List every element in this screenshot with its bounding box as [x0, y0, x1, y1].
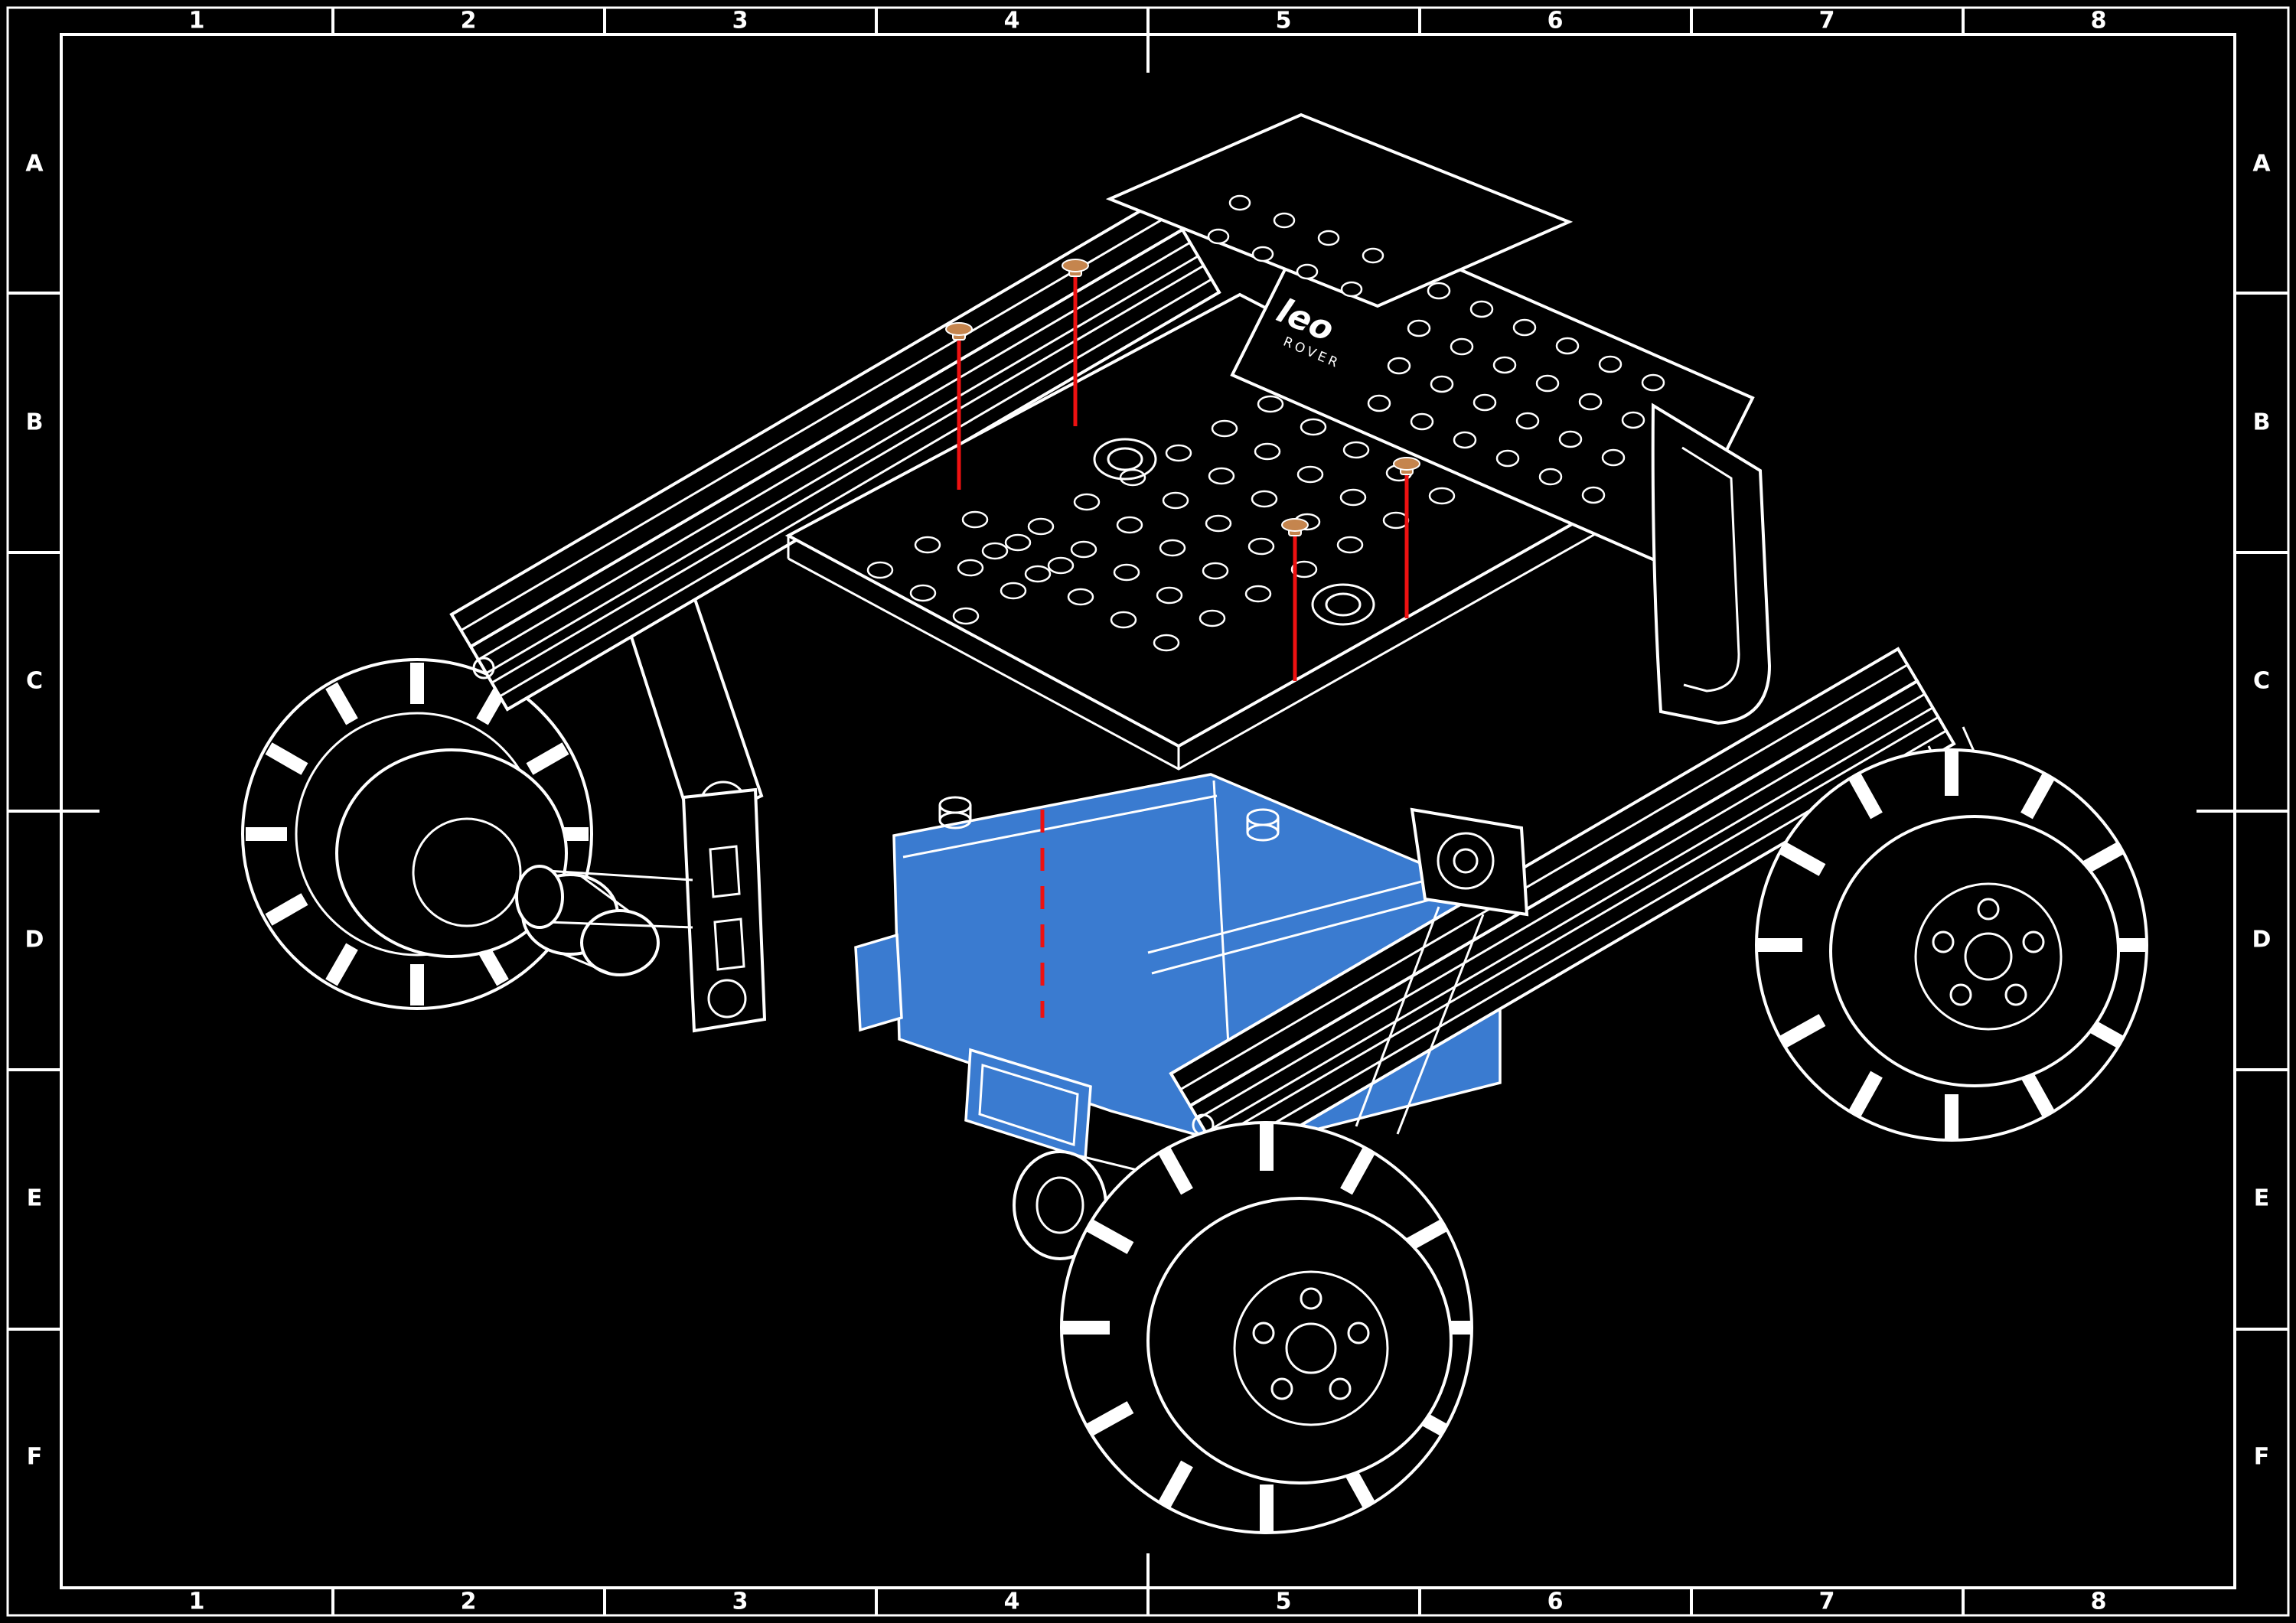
suspension-linkage-center: [1147, 807, 1529, 1135]
hole-grid: [866, 510, 1075, 625]
hole-grid: [1207, 194, 1384, 298]
screw-indicator: [1281, 518, 1309, 681]
deck-port: [1093, 438, 1157, 481]
zone-row-label: D: [2252, 927, 2272, 953]
zone-col-label: 7: [1819, 8, 1835, 34]
zone-col-label: 1: [189, 1589, 205, 1615]
zone-row-label: C: [2253, 668, 2270, 695]
zone-col-label: 6: [1548, 8, 1564, 34]
wheel-front-left: [241, 658, 660, 1010]
zone-col-label: 5: [1276, 1589, 1292, 1615]
zone-col-label: 2: [461, 1589, 477, 1615]
zone-col-label: 4: [1004, 1589, 1020, 1615]
zone-col-label: 3: [732, 1589, 748, 1615]
zone-row-label: E: [2254, 1185, 2270, 1212]
screw-indicator: [1393, 457, 1420, 618]
wheel-front-center: [1013, 1121, 1473, 1534]
zone-row-label: D: [25, 927, 44, 953]
zone-row-label: B: [26, 409, 44, 436]
screw-indicator: [945, 322, 973, 490]
border-frame: 1 2 3 4 5 6 7 8 1 2 3 4 5 6 7 8 A B C D …: [6, 6, 2290, 1617]
rear-plate-assembly: leo ROVER: [1105, 112, 1772, 725]
hole-grid: [1367, 282, 1665, 504]
rear-fin-bracket: [1651, 402, 1772, 725]
zone-col-label: 8: [2091, 8, 2107, 34]
screw-indicator: [1062, 259, 1089, 426]
zone-col-label: 1: [189, 8, 205, 34]
zone-row-label: A: [2252, 151, 2271, 178]
zone-row-label: E: [27, 1185, 43, 1212]
deck-port: [1311, 583, 1375, 626]
zone-row-label: B: [2253, 409, 2271, 436]
enclosure-foot: [854, 933, 903, 1032]
screw-indicators: [945, 259, 1420, 681]
rail-end-bore: [472, 657, 495, 680]
zone-col-label: 7: [1819, 1589, 1835, 1615]
wheel-rear-right: [1755, 748, 2148, 1142]
zone-col-label: 8: [2091, 1589, 2107, 1615]
zone-col-label: 5: [1276, 8, 1292, 34]
zone-col-label: 2: [461, 8, 477, 34]
zone-col-label: 4: [1004, 8, 1020, 34]
zone-row-label: A: [25, 151, 44, 178]
zone-col-label: 3: [732, 8, 748, 34]
rail-extrusion-right: [1169, 647, 1995, 1171]
zone-row-label: F: [2254, 1444, 2270, 1471]
zone-col-label: 6: [1548, 1589, 1564, 1615]
zone-row-label: F: [27, 1444, 43, 1471]
zone-row-label: C: [26, 668, 43, 695]
